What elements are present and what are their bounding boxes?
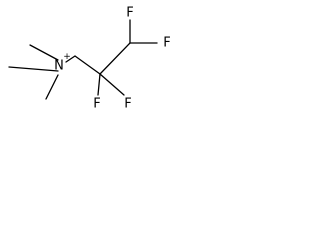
bond-n-methyl-top (29, 44, 59, 61)
fluorine-atom-label-top: F (126, 6, 133, 21)
bond-cf2-f-bottom-left (97, 73, 101, 96)
bond-n-methyl-bottom (45, 74, 59, 100)
molecule-structure: N + F F F F (8, 6, 171, 112)
fluorine-atom-label-right: F (163, 36, 170, 51)
nitrogen-atom-label: N (54, 59, 64, 74)
bonds (8, 19, 158, 100)
bond-n-ch2 (65, 55, 76, 63)
fluorine-atom-label-bottom-right: F (124, 97, 131, 112)
bond-cf2-f-bottom-right (99, 73, 125, 96)
bond-cf2-chf2 (99, 42, 131, 75)
bond-n-methyl-left (8, 66, 59, 72)
atom-labels: N + F F F F (54, 6, 171, 112)
fluorine-atom-label-bottom-left: F (93, 97, 100, 112)
bond-ch2-cf2 (74, 55, 101, 75)
positive-charge-label: + (63, 52, 71, 62)
